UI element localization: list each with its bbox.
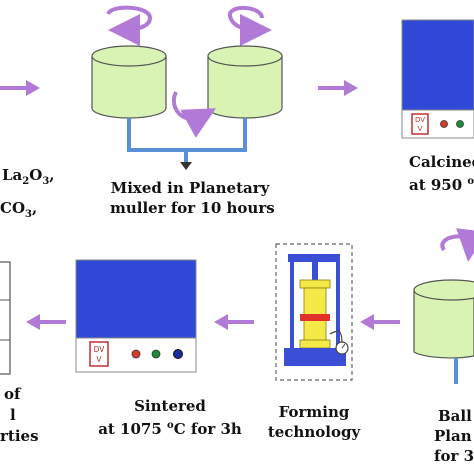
ball-mill-label: Ball Plan for 3 (434, 407, 474, 465)
svg-text:DV: DV (415, 116, 425, 124)
cylinder-icon (91, 45, 167, 119)
forming-label: Forming technology (267, 403, 361, 441)
down-arrow-icon (180, 162, 192, 170)
raw-material-label-2: CO3, (0, 199, 38, 220)
properties-label: of l rties (0, 385, 39, 445)
cylinder-icon (207, 45, 283, 119)
mixer-pipe (127, 118, 247, 164)
furnace-icon: DV V (75, 259, 197, 373)
process-arrow-icon (360, 314, 400, 330)
rotation-arrow-icon (440, 228, 474, 262)
process-arrow-icon (214, 314, 254, 330)
svg-text:V: V (418, 125, 423, 133)
calcined-label: Calcined at 950 oC (409, 153, 474, 194)
raw-material-label-1: La2O3, (2, 166, 55, 187)
process-arrow-icon (26, 314, 66, 330)
process-arrow-icon (318, 80, 358, 96)
sintered-label: Sintered at 1075 oC for 3h (98, 397, 242, 438)
press-icon (275, 243, 353, 381)
furnace-icon: DV V (401, 19, 474, 139)
svg-text:V: V (96, 355, 102, 364)
svg-text:DV: DV (94, 345, 106, 354)
rotation-arrow-icon (106, 5, 272, 138)
sample-holder-icon (0, 261, 11, 375)
mixed-label: Mixed in Planetary muller for 10 hours (110, 179, 275, 217)
cylinder-icon (413, 279, 474, 359)
process-arrow-icon (0, 80, 40, 96)
